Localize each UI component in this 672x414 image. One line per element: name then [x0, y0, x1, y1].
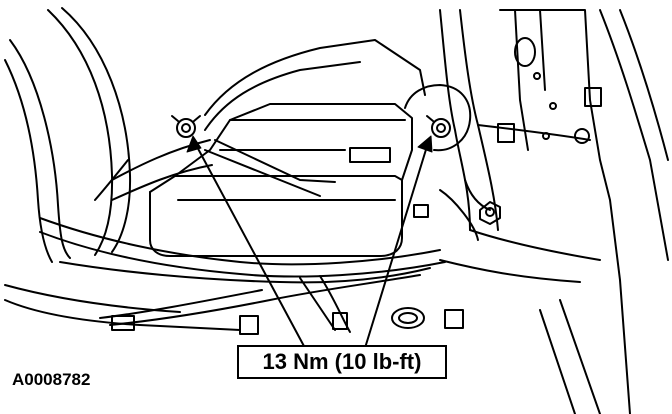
torque-callout-label: 13 Nm (10 lb-ft): [237, 345, 447, 379]
frame-holes: [111, 37, 602, 335]
callout-arrows: [186, 135, 433, 349]
bolt-left-icon: [171, 115, 201, 138]
upper-bracket: [204, 39, 426, 131]
figure-id-label: A0008782: [12, 370, 91, 389]
bolt-right-icon: [426, 115, 451, 138]
regulator-module: [94, 103, 413, 257]
door-frame-right: [439, 9, 669, 414]
door-outer-contours: [4, 7, 241, 331]
wiring-harness: [39, 217, 446, 333]
nut-frame-icon: [479, 201, 501, 225]
